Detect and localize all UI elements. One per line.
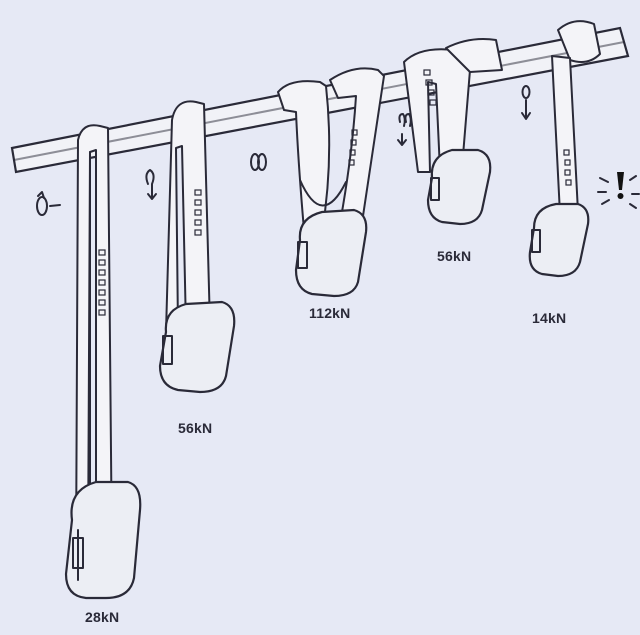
strength-label-doubled: 56kN bbox=[178, 420, 212, 436]
knot-arrow-icon bbox=[522, 86, 530, 119]
loop-arrow-icon bbox=[146, 170, 156, 199]
double-loop-icon bbox=[251, 154, 266, 170]
rotation-arrow-icon bbox=[37, 192, 60, 215]
strength-label-single-long: 28kN bbox=[85, 609, 119, 625]
sling-config-wrapped bbox=[404, 39, 502, 224]
strength-label-girth-hitch: 14kN bbox=[532, 310, 566, 326]
carabiner bbox=[530, 204, 589, 276]
warning-icon bbox=[598, 172, 639, 208]
strength-label-quad: 112kN bbox=[309, 305, 350, 321]
carabiner bbox=[428, 150, 490, 224]
triple-loop-icon bbox=[398, 114, 411, 145]
strength-label-wrapped: 56kN bbox=[437, 248, 471, 264]
sling-config-doubled bbox=[160, 101, 234, 392]
sling-config-single-long bbox=[66, 125, 140, 598]
